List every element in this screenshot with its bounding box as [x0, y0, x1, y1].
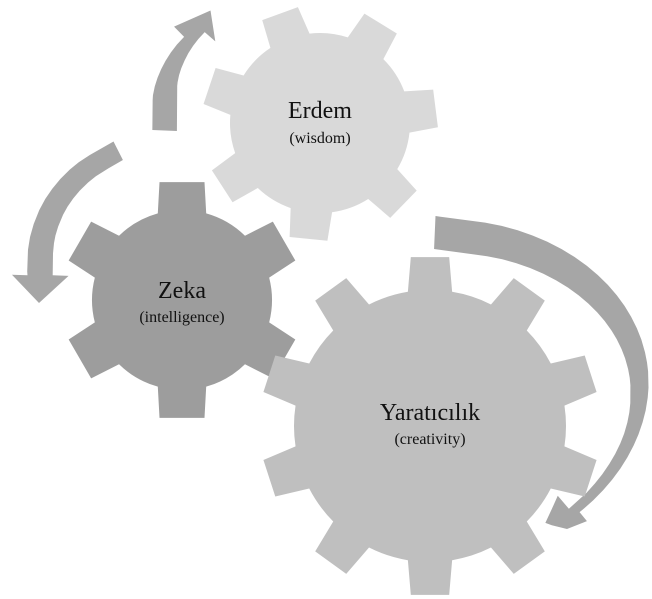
gear-zeka-body — [68, 182, 296, 418]
gear-yaraticilik: Yaratıcılık (creativity) — [263, 257, 597, 595]
gear-zeka-title: Zeka — [158, 278, 206, 304]
gear-zeka: Zeka (intelligence) — [68, 182, 296, 418]
arrow-to-zeka — [11, 141, 123, 303]
gear-zeka-subtitle: (intelligence) — [139, 309, 224, 326]
gear-yaraticilik-title: Yaratıcılık — [380, 400, 480, 426]
arrow-zeka-to-erdem — [152, 10, 216, 131]
arrow-around-yaraticilik — [434, 216, 649, 529]
gear-yaraticilik-subtitle: (creativity) — [394, 431, 465, 448]
gear-erdem: Erdem (wisdom) — [203, 7, 438, 241]
gear-erdem-body — [203, 7, 438, 241]
gear-erdem-title: Erdem — [288, 98, 352, 124]
gear-erdem-subtitle: (wisdom) — [289, 130, 350, 147]
gear-yaraticilik-body — [263, 257, 597, 595]
